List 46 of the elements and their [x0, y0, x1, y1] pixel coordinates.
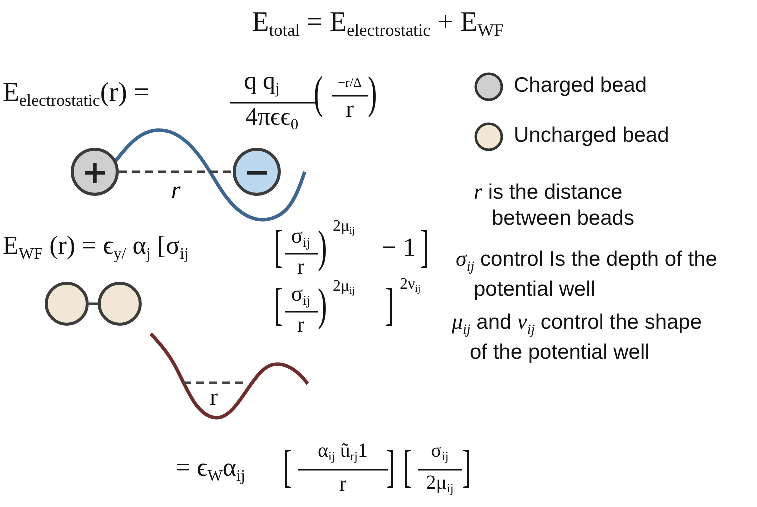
connector-line — [89, 302, 98, 306]
equation-text: −r/Δ — [338, 76, 362, 90]
equation-text: r — [297, 313, 305, 338]
bracket: ] — [386, 442, 396, 493]
bracket: [ — [283, 442, 292, 493]
bracket: ) — [318, 280, 328, 331]
equation-text: 2μ$_{ij}$ — [333, 278, 356, 298]
bracket: ) — [368, 68, 378, 119]
equation-text: 4πϵϵ$_{0}$ — [245, 104, 299, 134]
charge-sign: + — [82, 153, 108, 191]
equation-text: E$_{WF}$ (r) = ϵ$_{y/}$ α$_{j}$ [σ$_{ij}$ — [3, 232, 190, 264]
bracket: ( — [314, 68, 324, 119]
uncharged-bead — [98, 282, 142, 326]
equation-text: r — [210, 385, 218, 412]
bracket: ] — [420, 222, 430, 273]
legend-label: Charged bead — [514, 74, 648, 98]
bracket: [ — [403, 442, 412, 493]
negative-bead — [233, 148, 281, 196]
edge-label: r — [171, 178, 181, 205]
bracket: [ — [274, 222, 284, 273]
uncharged-bead — [45, 282, 89, 326]
dashed-connector — [119, 170, 233, 174]
bracket: ) — [318, 222, 328, 273]
equation-text: r — [339, 472, 347, 496]
bracket: ] — [462, 442, 472, 493]
equation-text: 2ν$_{ij}$ — [400, 276, 421, 296]
title-equation: E$_{total}$ = E$_{electrostatic}$ + E$_{WF}$ — [252, 8, 504, 40]
note-text: r is the distance between beads — [474, 178, 636, 232]
equation-text: α$_{ij}$ ũ$_{rj}$1 — [318, 440, 368, 464]
note-text: μ$_{ij}$ and ν$_{ij}$ control the shape of the potential well — [452, 308, 704, 366]
equation-text: σ$_{ij}$ — [291, 282, 311, 308]
charge-sign: − — [244, 153, 270, 191]
equation-text: 2μ$_{ij}$ — [426, 472, 454, 496]
equation-text: r — [297, 255, 305, 280]
legend-label: Uncharged bead — [514, 124, 670, 148]
bracket: [ — [274, 280, 284, 331]
equation-text: σ$_{ij}$ — [291, 224, 311, 250]
bracket: ] — [385, 280, 394, 331]
equation-text: r — [346, 97, 354, 124]
equation-text: = ϵ$_{W}$α$_{ij}$ — [176, 454, 246, 486]
equation-text: 2μ$_{ij}$ — [333, 218, 356, 238]
equation-text: E$_{electrostatic}$(r) = — [3, 78, 150, 110]
equation-text: − 1 — [382, 234, 416, 263]
positive-bead — [71, 148, 119, 196]
equation-text: σ$_{ij}$ — [431, 440, 449, 464]
equation-text: q q$_{j}$ — [244, 68, 280, 98]
